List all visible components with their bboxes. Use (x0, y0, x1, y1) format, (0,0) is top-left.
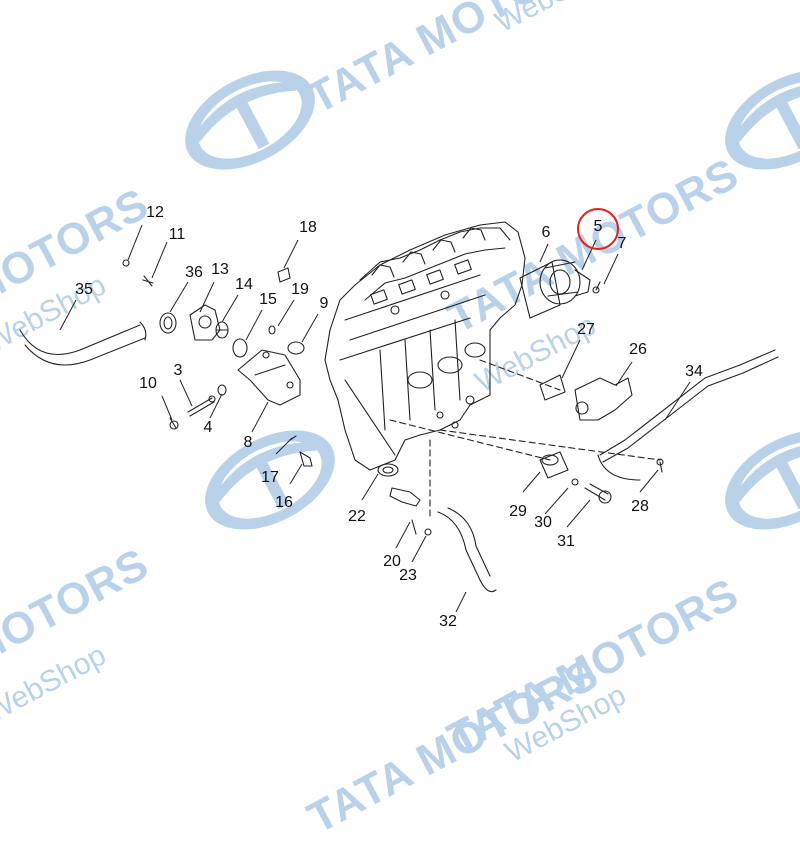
callout-label: 13 (211, 261, 229, 278)
callout-label: 36 (185, 264, 203, 281)
highlight-ring-part-5 (577, 208, 619, 250)
callout-label: 16 (275, 494, 293, 511)
callout-label: 6 (541, 224, 551, 241)
callout-label: 34 (685, 363, 703, 380)
engine-line-drawing (19, 208, 779, 613)
callout-label: 20 (383, 553, 401, 570)
callout-label: 17 (261, 469, 279, 486)
watermark-logos (185, 70, 800, 530)
callout-label: 30 (534, 514, 552, 531)
callout-label: 15 (259, 291, 277, 308)
callout-label: 26 (629, 341, 647, 358)
callout-label: 11 (168, 226, 186, 243)
callout-label: 14 (235, 276, 253, 293)
tata-logo-icon (725, 70, 800, 170)
callout-label: 23 (399, 567, 417, 584)
callout-label: 3 (173, 362, 183, 379)
tata-logo-icon (185, 70, 315, 170)
callout-label: 29 (509, 503, 527, 520)
callout-label: 12 (146, 204, 164, 221)
tata-logo-icon (205, 430, 335, 530)
engine-block-outline (324, 221, 526, 471)
callout-label: 28 (631, 498, 649, 515)
callout-label: 10 (139, 375, 157, 392)
callout-label: 8 (243, 434, 253, 451)
hose-35 (19, 324, 146, 366)
callout-label: 9 (319, 295, 329, 312)
callout-label: 7 (617, 235, 627, 252)
callout-label: 18 (299, 219, 317, 236)
tata-logo-icon (725, 430, 800, 530)
callout-label: 31 (557, 533, 575, 550)
callout-label: 27 (577, 321, 595, 338)
callout-label: 19 (291, 281, 309, 298)
callout-label: 35 (75, 281, 93, 298)
callout-label-highlighted: 5 (593, 218, 603, 235)
callout-label: 32 (439, 613, 457, 630)
callout-label: 22 (348, 508, 366, 525)
callout-label: 4 (203, 419, 213, 436)
